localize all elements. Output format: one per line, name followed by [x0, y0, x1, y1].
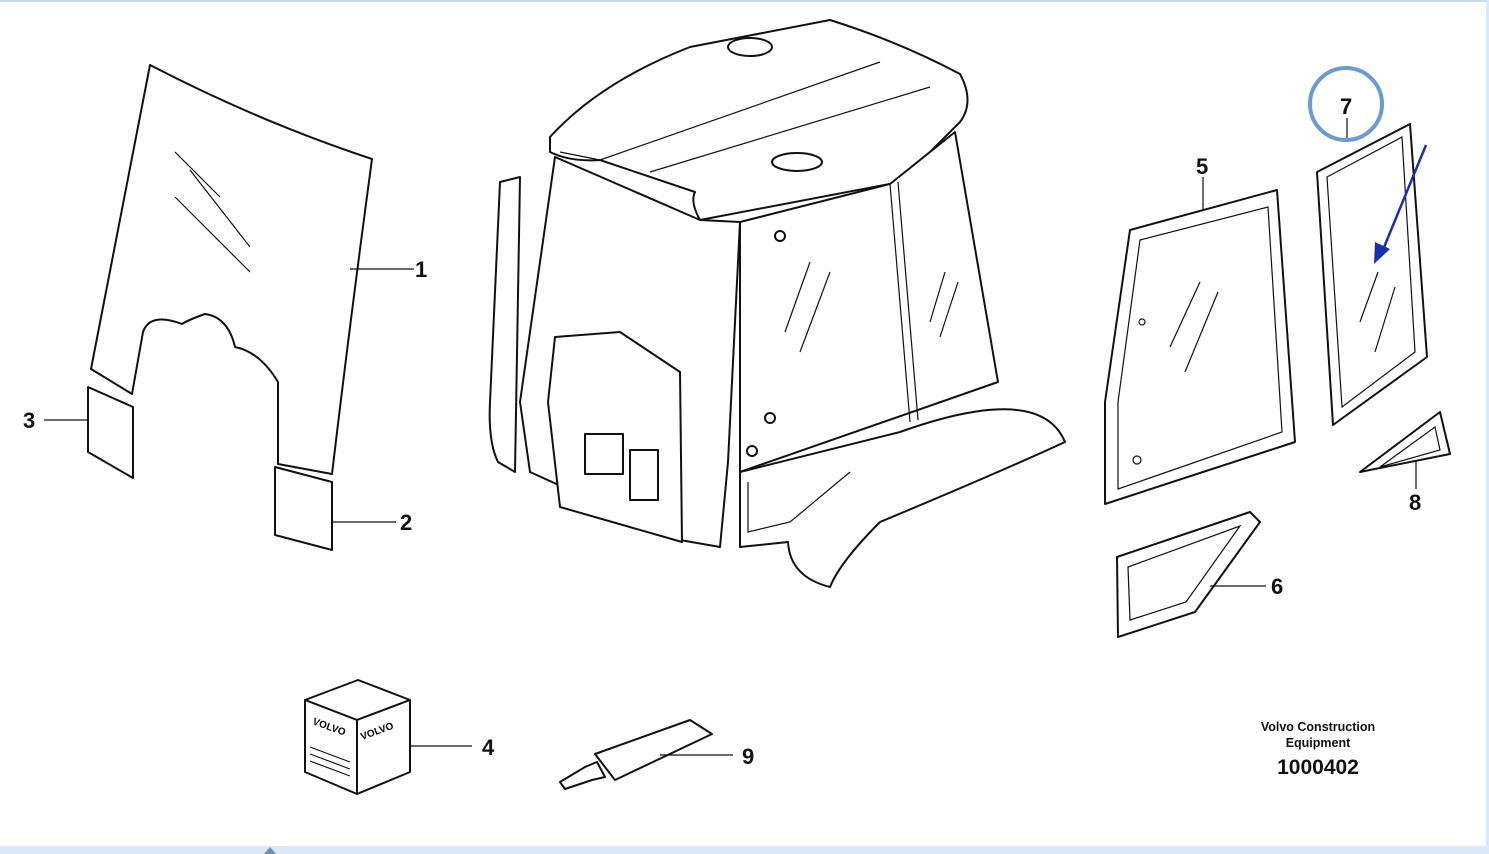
callout-1: 1 [415, 257, 427, 282]
callout-4: 4 [482, 735, 495, 760]
part-1-windscreen[interactable] [90, 64, 373, 475]
part-6-lower-glass[interactable] [1116, 511, 1261, 638]
highlight-circle [1308, 66, 1384, 142]
part-3-decal[interactable] [87, 386, 134, 479]
callout-6: 6 [1271, 574, 1283, 599]
callout-9: 9 [742, 744, 754, 769]
brand-caption: Volvo Construction Equipment [1248, 719, 1388, 751]
part-8-corner-glass[interactable] [1359, 411, 1451, 473]
scroll-marker-icon[interactable] [264, 847, 276, 854]
callout-5: 5 [1196, 154, 1208, 179]
callout-8: 8 [1409, 490, 1421, 515]
document-number: 1000402 [1277, 756, 1359, 779]
callout-3: 3 [23, 408, 35, 433]
brand-line-2: Equipment [1285, 736, 1351, 750]
callout-7: 7 [1340, 94, 1352, 119]
indicator-arrow [1374, 144, 1428, 264]
part-9-sealant-tube[interactable] [559, 719, 713, 790]
callout-2: 2 [400, 510, 412, 535]
part-2-decal[interactable] [274, 466, 333, 551]
part-4-adhesive-kit-box[interactable]: VOLVO VOLVO [304, 679, 411, 795]
brand-line-1: Volvo Construction [1260, 720, 1376, 734]
cab-assembly [488, 19, 1066, 588]
part-5-door-glass[interactable] [1104, 189, 1296, 505]
part-7-side-glass[interactable] [1316, 123, 1428, 426]
